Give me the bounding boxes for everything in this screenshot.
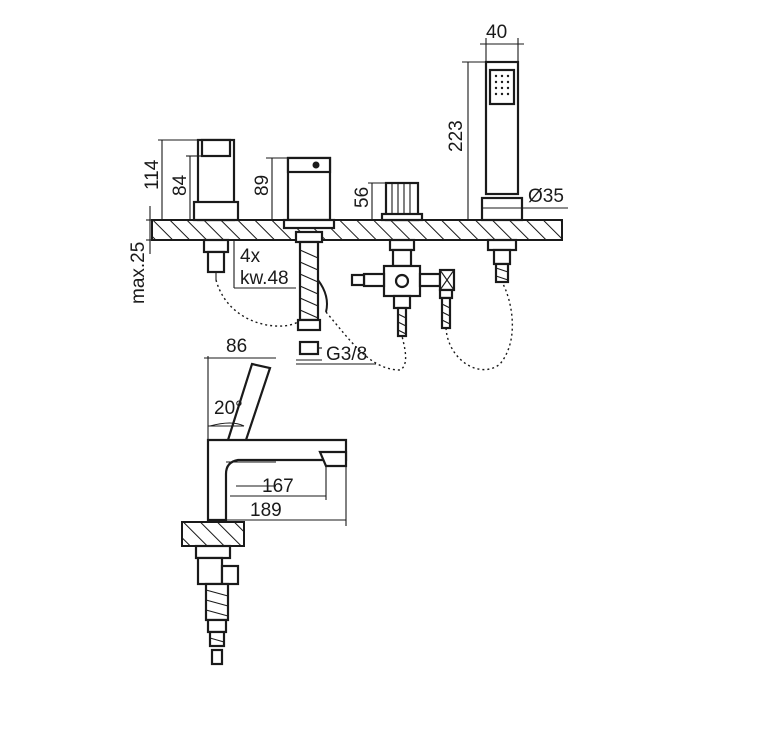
dim-label-56: 56 <box>352 187 373 208</box>
dim-label-189: 189 <box>250 500 282 521</box>
handle-middle <box>282 156 336 361</box>
dim-label-223: 223 <box>446 120 467 152</box>
deck-slab <box>151 219 563 241</box>
side-view-mixer <box>181 362 348 666</box>
dim-label-86: 86 <box>226 336 247 357</box>
hand-shower <box>480 60 524 284</box>
dim-label-167: 167 <box>262 476 294 497</box>
dim-label-84: 84 <box>170 174 191 196</box>
hoses <box>215 279 513 371</box>
dim-label-o35: Ø35 <box>528 186 564 207</box>
handle-left <box>192 138 240 280</box>
handle-diverter <box>350 181 456 338</box>
dim-label-g38: G3/8 <box>326 344 367 365</box>
dim-label-40: 40 <box>486 22 507 43</box>
dim-label-kw48: kw.48 <box>240 268 289 289</box>
dimension-lines-top <box>146 38 568 365</box>
dim-label-20deg: 20° <box>214 398 243 419</box>
dimension-lines-side <box>204 356 347 526</box>
dim-label-max25: max.25 <box>128 242 149 304</box>
dim-label-114: 114 <box>142 159 163 190</box>
dim-label-4x: 4x <box>240 246 261 267</box>
dim-label-89: 89 <box>252 175 273 196</box>
